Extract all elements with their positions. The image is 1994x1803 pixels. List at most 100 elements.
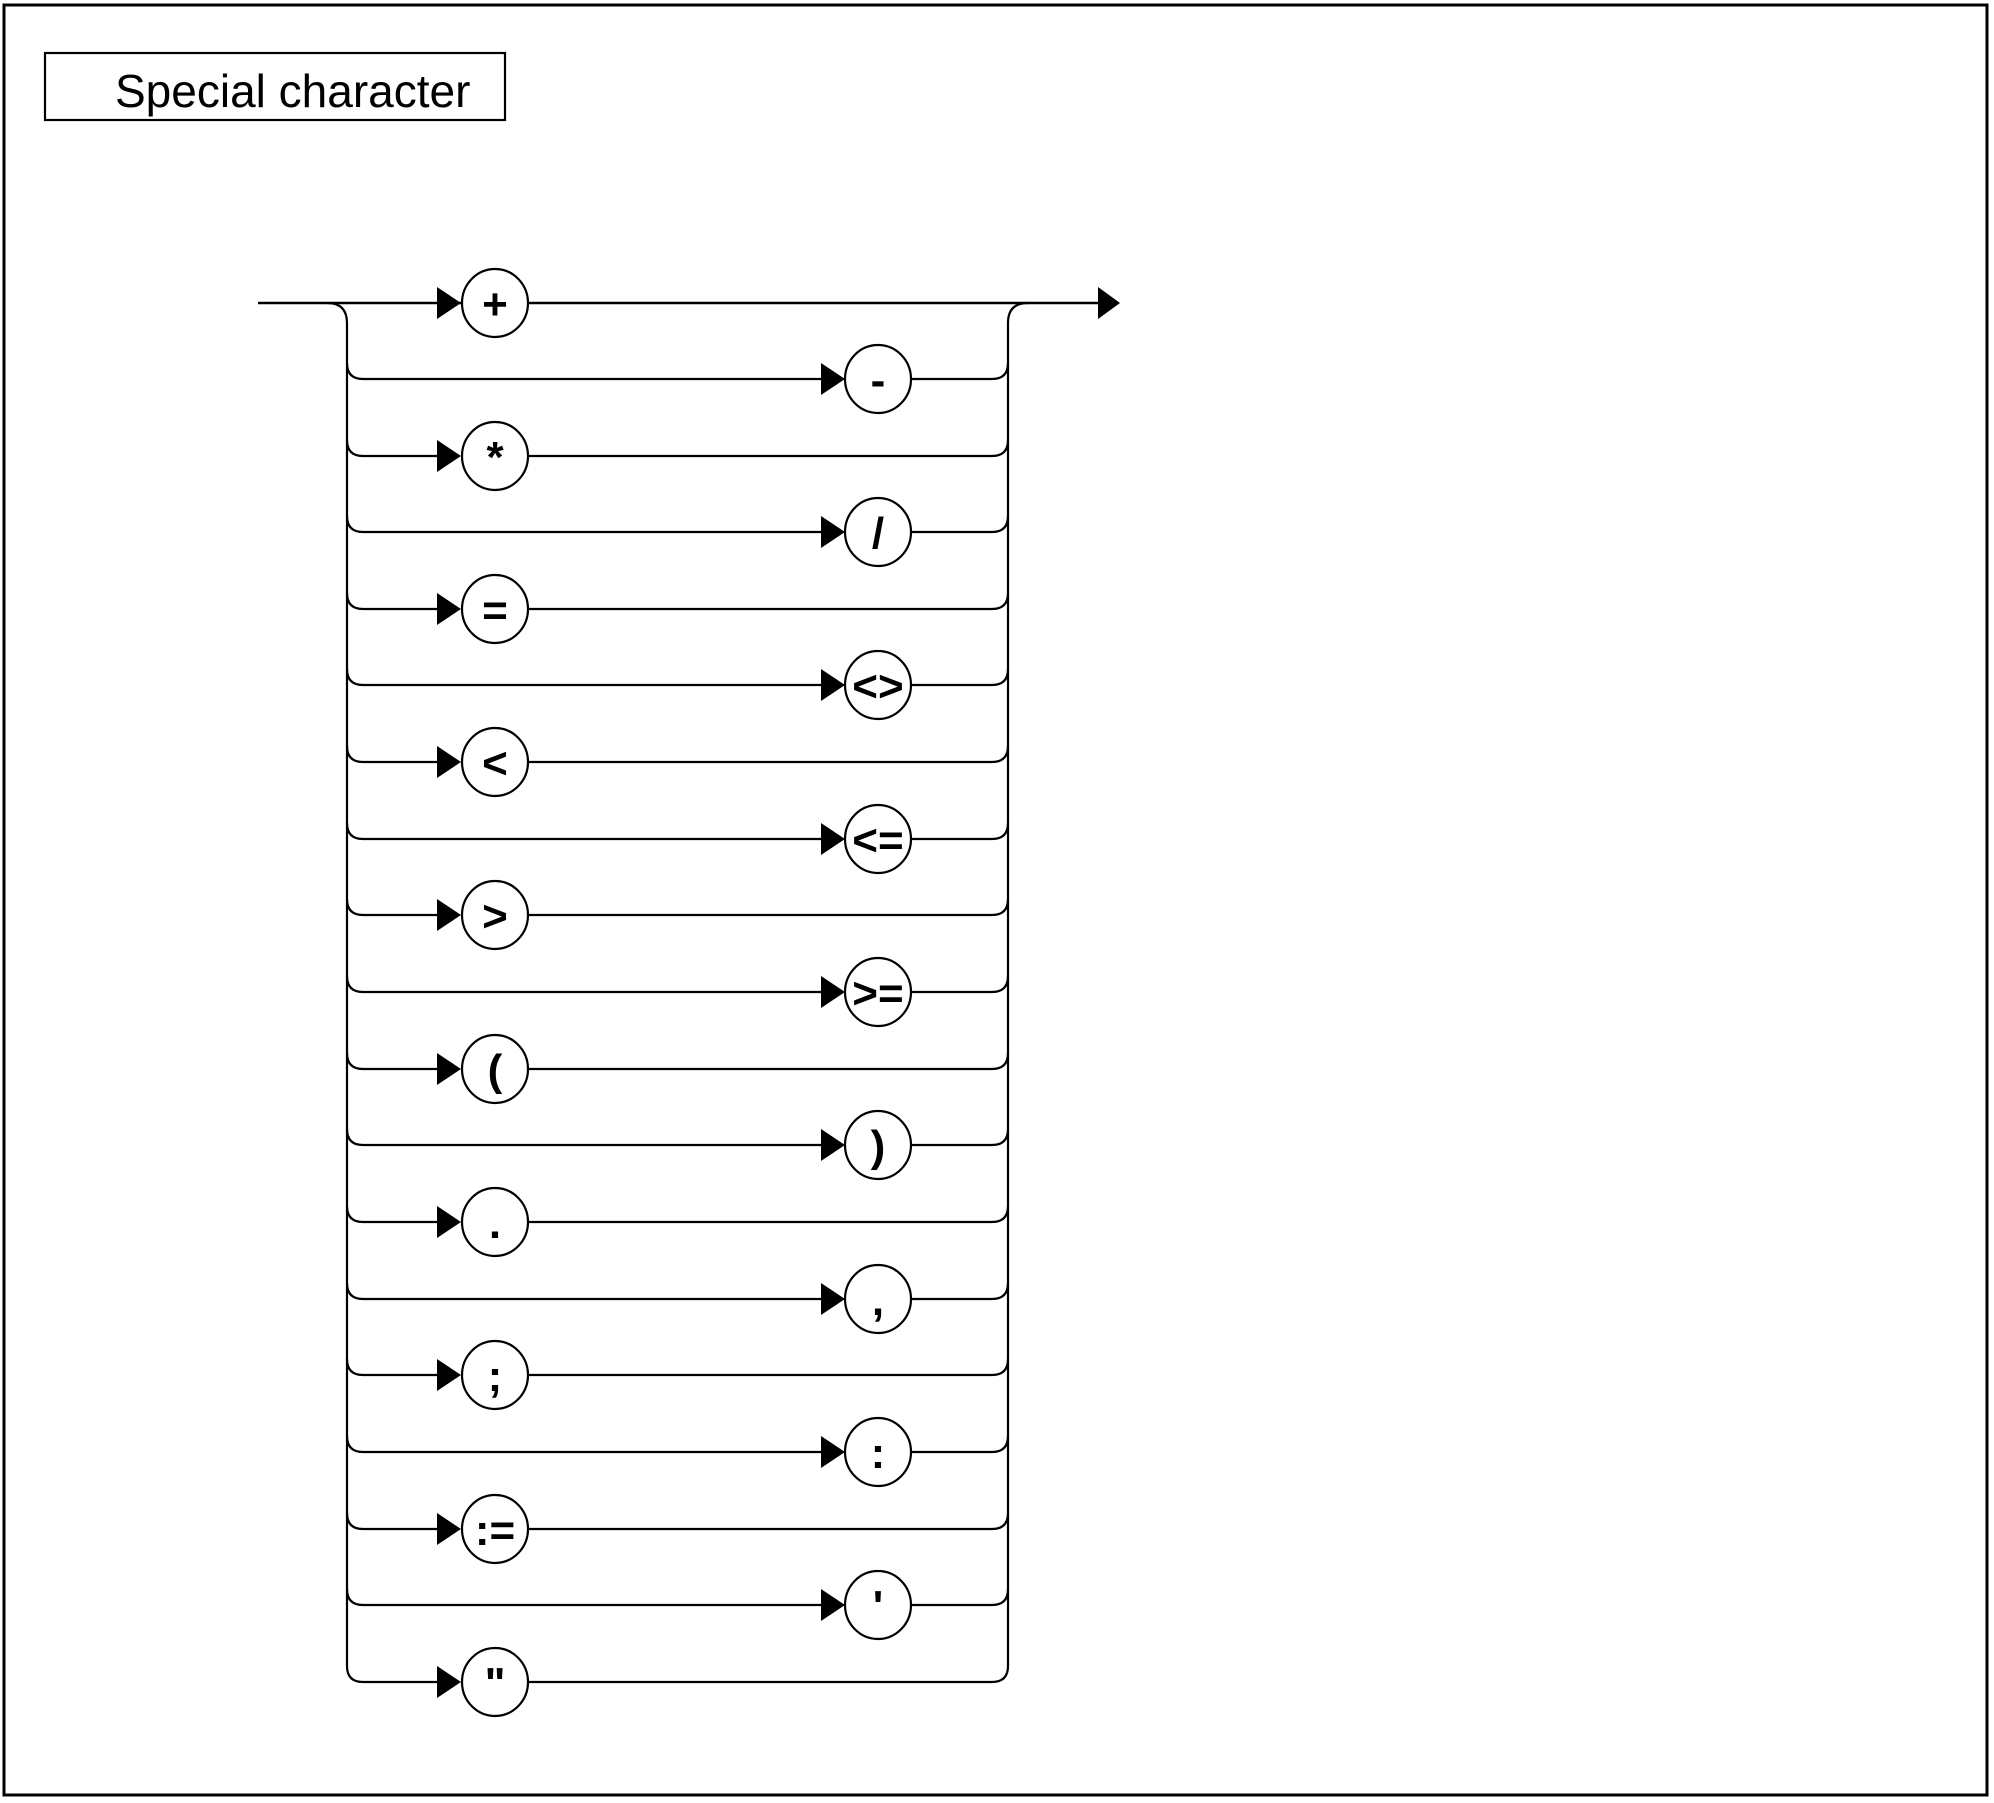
terminal-symbol: :=: [475, 1506, 515, 1555]
terminal-symbol: -: [871, 356, 886, 405]
title-box: Special character: [43, 51, 507, 122]
branch-entry-line: [345, 668, 821, 687]
merge-right-rail: [1006, 301, 1029, 1666]
branch-merge-line: [911, 1435, 1010, 1454]
railroad-branch-row: ): [345, 1109, 1010, 1181]
railroad-branch-row: ,: [345, 1263, 1010, 1335]
branch-merge-line: [528, 898, 1010, 917]
branch-merge-line: [911, 362, 1010, 381]
arrow-right-icon: [437, 1206, 461, 1238]
branch-entry-line: [345, 439, 437, 458]
railroad-branch-row: <=: [345, 803, 1010, 875]
railroad-branch-row: /: [345, 496, 1010, 568]
terminal-symbol: =: [482, 586, 508, 635]
railroad-branch-row: >=: [345, 956, 1010, 1028]
branch-merge-line: [528, 1512, 1010, 1531]
branch-entry-line: [345, 1128, 821, 1147]
arrow-right-icon: [821, 363, 845, 395]
terminal-symbol: /: [872, 509, 884, 558]
branch-entry-line: [345, 745, 437, 764]
branch-entry-line: [345, 1205, 437, 1224]
branch-entry-line: [345, 822, 821, 841]
terminal-symbol: ,: [872, 1276, 884, 1325]
branch-entry-line: [345, 362, 821, 381]
title-box-frame: [43, 51, 507, 122]
railroad-branch-row: ": [345, 1646, 1010, 1718]
branch-merge-line: [528, 1205, 1010, 1224]
arrow-right-icon: [437, 746, 461, 778]
arrow-right-icon: [437, 899, 461, 931]
branch-entry-line: [345, 1588, 821, 1607]
branch-merge-line: [528, 1052, 1010, 1071]
arrow-right-icon: [821, 823, 845, 855]
railroad-branch-row: :=: [345, 1493, 1010, 1565]
exit-arrow-icon: [1098, 287, 1120, 319]
arrow-right-icon: [821, 1129, 845, 1161]
terminal-symbol: (: [488, 1046, 503, 1095]
railroad-branch-row: <: [345, 726, 1010, 798]
terminal-symbol: ": [485, 1659, 506, 1708]
branch-merge-line: [911, 1588, 1010, 1607]
terminal-symbol: <>: [852, 662, 903, 711]
railroad-branch-row: -: [345, 343, 1010, 415]
branch-merge-line: [528, 592, 1010, 611]
branch-entry-line: [345, 1665, 437, 1684]
railroad-branch-row: >: [345, 879, 1010, 951]
arrow-right-icon: [437, 287, 461, 319]
terminal-symbol: >=: [852, 969, 903, 1018]
terminal-symbol: >: [482, 892, 508, 941]
branch-entry-line: [345, 1282, 821, 1301]
branch-merge-line: [911, 515, 1010, 534]
terminal-symbol: ;: [488, 1352, 503, 1401]
arrow-right-icon: [821, 1436, 845, 1468]
arrow-right-icon: [821, 669, 845, 701]
branch-merge-line: [528, 745, 1010, 764]
branch-merge-line: [911, 668, 1010, 687]
railroad-branch-row: =: [345, 573, 1010, 645]
railroad-branch-row: .: [345, 1186, 1010, 1258]
arrow-right-icon: [821, 976, 845, 1008]
arrow-right-icon: [437, 1513, 461, 1545]
branch-entry-line: [345, 592, 437, 611]
branch-entry-line: [345, 898, 437, 917]
railroad-branch-row: ': [345, 1569, 1010, 1641]
arrow-right-icon: [821, 516, 845, 548]
branch-entry-line: [345, 1512, 437, 1531]
terminal-symbol: .: [489, 1199, 501, 1248]
branch-entry-line: [345, 975, 821, 994]
railroad-branch-row: *: [345, 420, 1010, 492]
branch-merge-line: [911, 1128, 1010, 1147]
branch-merge-line: [528, 1665, 1010, 1684]
railroad-branch-row: ;: [345, 1339, 1010, 1411]
page-border: [2, 3, 1989, 1797]
branch-entry-line: [345, 1358, 437, 1377]
arrow-right-icon: [821, 1589, 845, 1621]
branch-entry-line: [345, 1435, 821, 1454]
arrow-right-icon: [437, 593, 461, 625]
railroad-branch-row: +: [437, 267, 530, 339]
terminal-symbol: ': [873, 1582, 883, 1631]
branch-entry-line: [345, 1052, 437, 1071]
terminal-circle: [460, 267, 530, 339]
terminal-symbol: ): [871, 1122, 886, 1171]
arrow-right-icon: [437, 440, 461, 472]
terminal-symbol: <: [482, 739, 508, 788]
branch-merge-line: [911, 975, 1010, 994]
terminal-symbol: :: [871, 1429, 886, 1478]
railroad-branch-row: (: [345, 1033, 1010, 1105]
branch-merge-line: [911, 822, 1010, 841]
arrow-right-icon: [437, 1359, 461, 1391]
railroad-branch-row: <>: [345, 649, 1010, 721]
branch-merge-line: [528, 439, 1010, 458]
arrow-right-icon: [821, 1283, 845, 1315]
terminal-symbol: +: [482, 280, 508, 329]
branch-merge-line: [528, 1358, 1010, 1377]
terminal-symbol: <=: [852, 816, 903, 865]
terminal-symbol: *: [486, 433, 504, 482]
railroad-branch-row: :: [345, 1416, 1010, 1488]
title-box-label: Special character: [115, 65, 470, 117]
arrow-right-icon: [437, 1666, 461, 1698]
branch-left-rail: [326, 301, 349, 1666]
branch-merge-line: [911, 1282, 1010, 1301]
